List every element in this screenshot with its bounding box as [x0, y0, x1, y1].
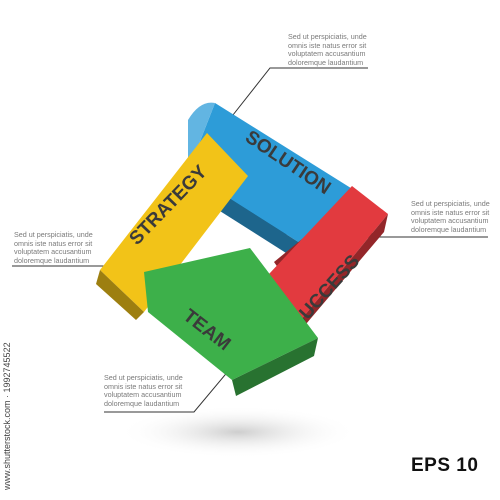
callout-bottom-text: Sed ut perspiciatis, unde omnis iste nat… [104, 373, 183, 408]
ring-strategy-band [100, 133, 248, 312]
ring-team-band [144, 248, 318, 380]
leader-line-bottom [104, 356, 241, 413]
ring-team: TEAM [144, 248, 318, 396]
ring-success-rim [284, 214, 388, 350]
leader-line-top [228, 67, 368, 121]
callout-left-text: Sed ut perspiciatis, unde omnis iste nat… [14, 230, 93, 265]
callout-right-text: Sed ut perspiciatis, unde omnis iste nat… [411, 199, 490, 234]
ring-team-rim [232, 338, 318, 396]
ring-solution-band [188, 103, 354, 257]
callout-top-text: Sed ut perspiciatis, unde omnis iste nat… [288, 32, 367, 67]
ring-strategy-rim [96, 270, 144, 320]
eps-badge: EPS 10 [411, 455, 479, 476]
floor-shadow [118, 406, 358, 458]
stock-id-text: www.shutterstock.com · 1992745522 [2, 342, 12, 490]
